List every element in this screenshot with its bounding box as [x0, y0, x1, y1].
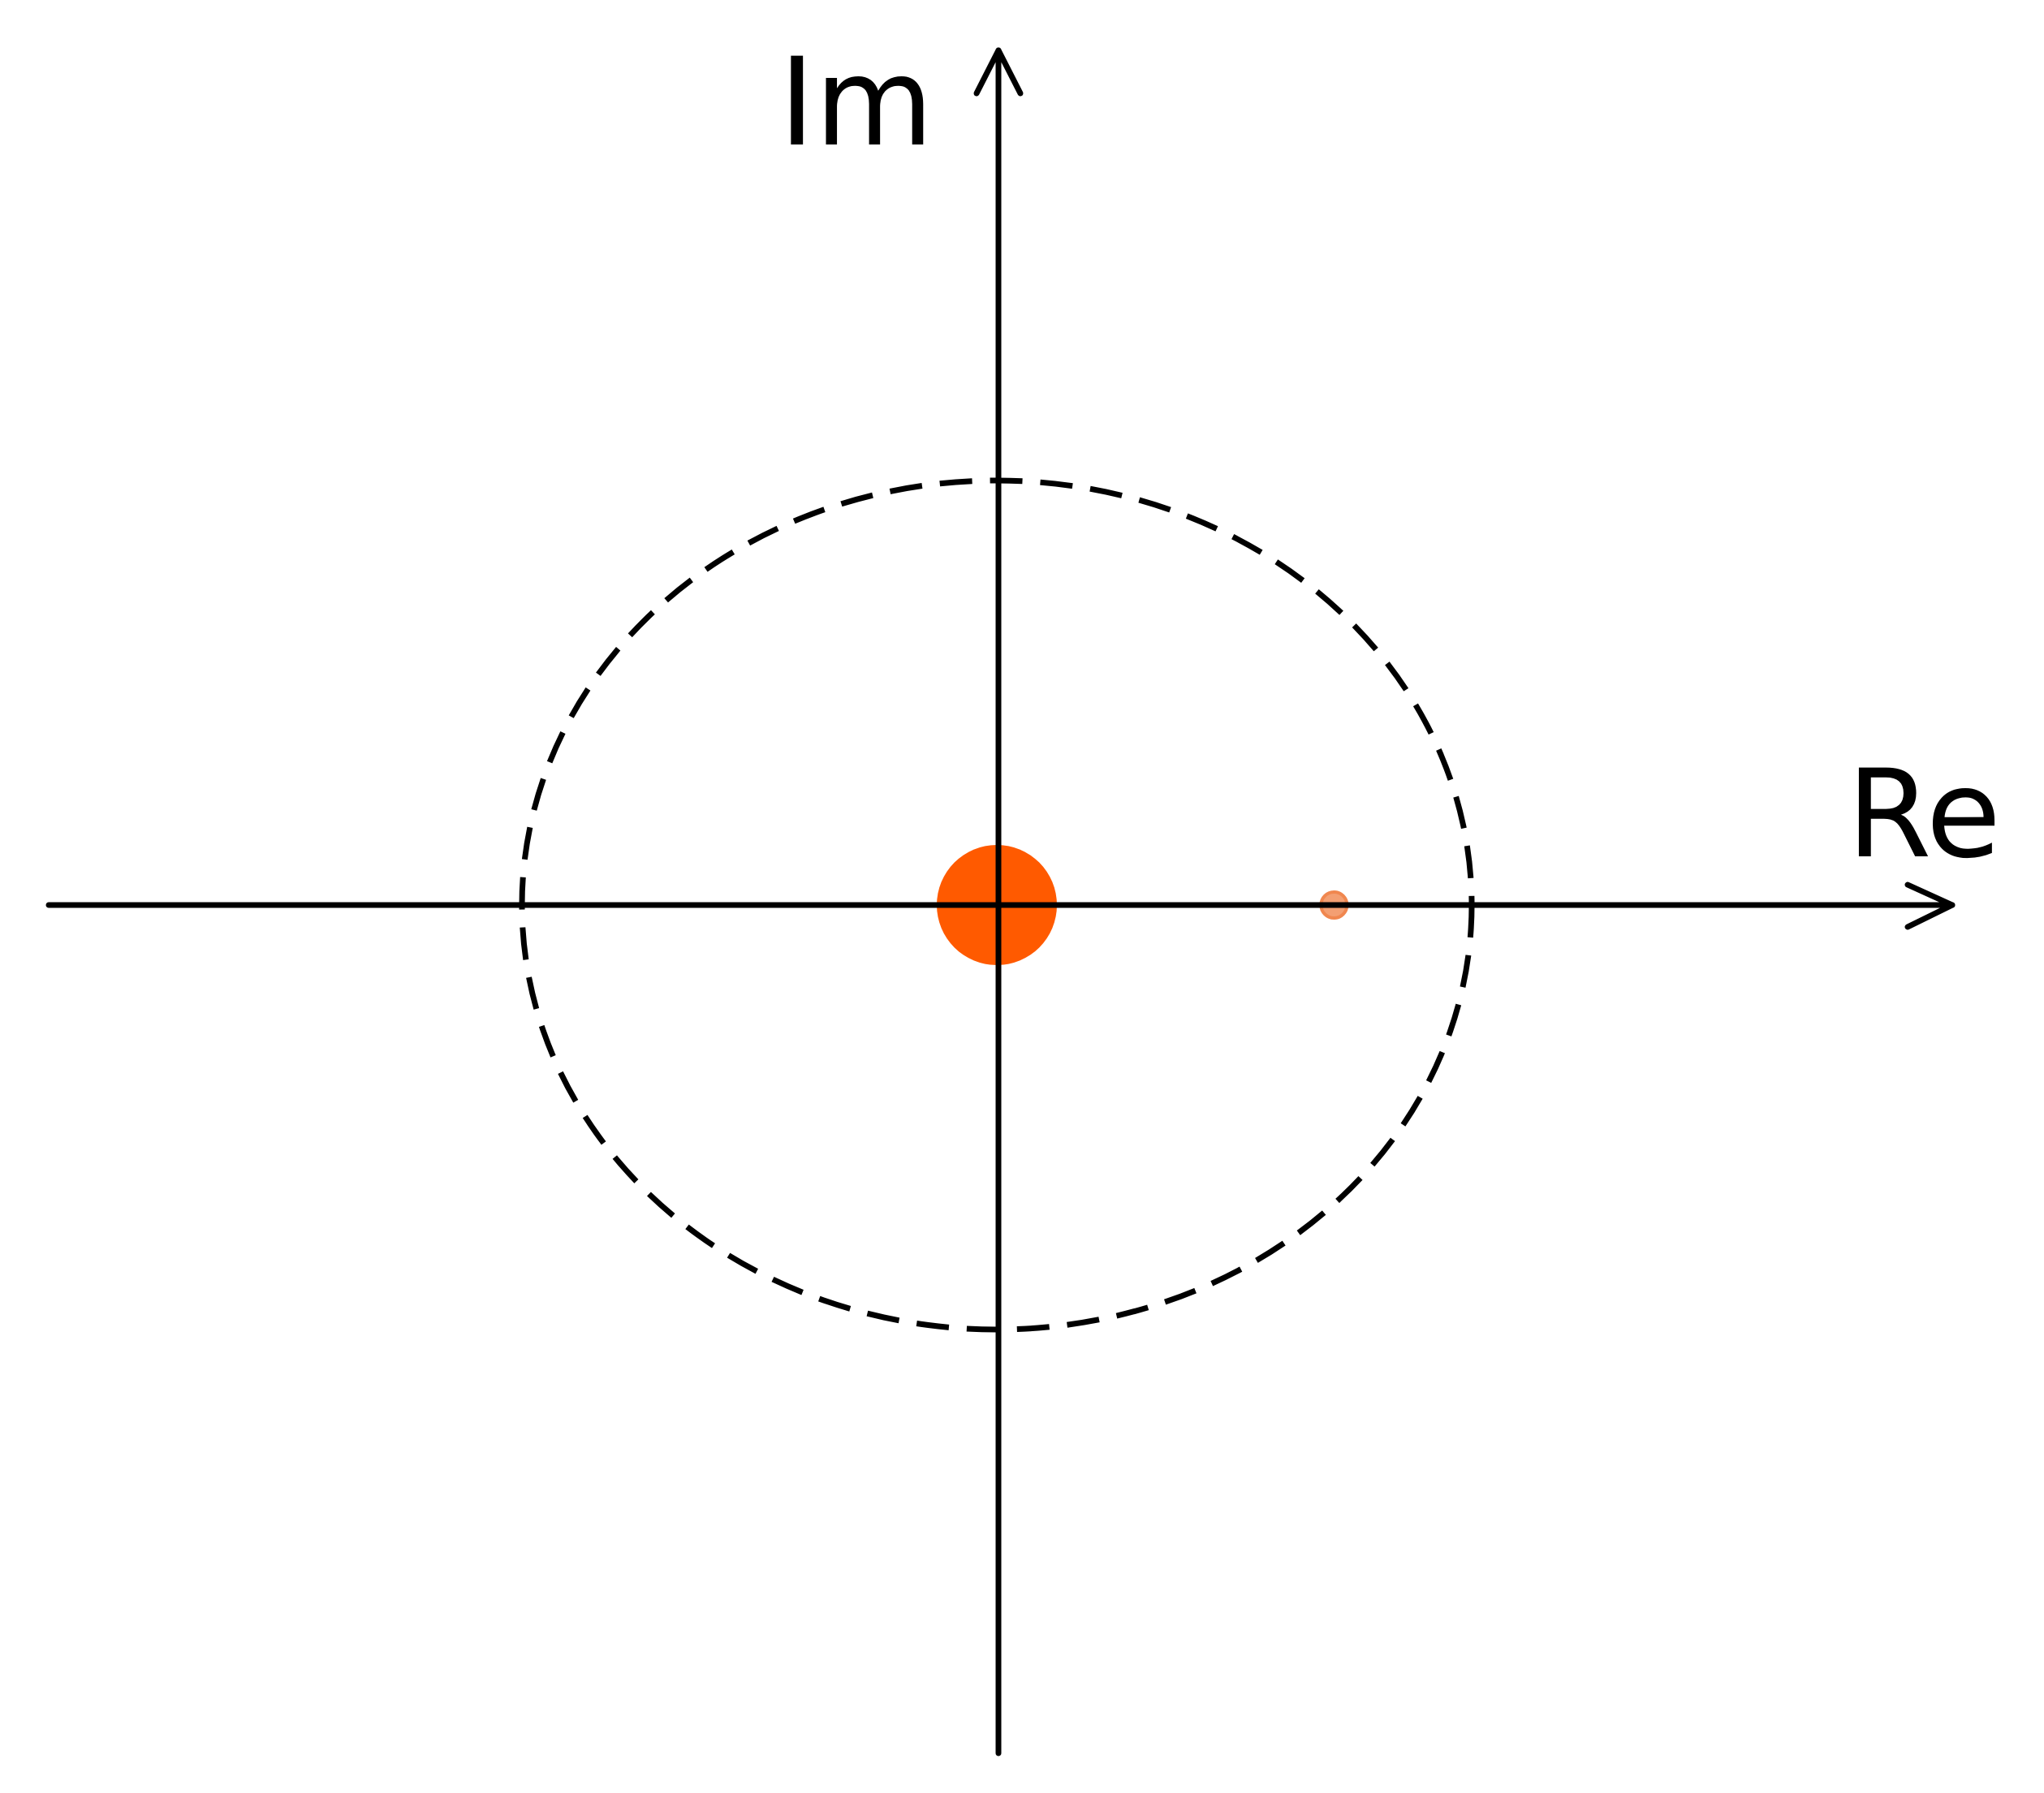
imaginary-axis-label: Im — [779, 32, 934, 174]
real-axis-label: Re — [1847, 744, 2001, 886]
